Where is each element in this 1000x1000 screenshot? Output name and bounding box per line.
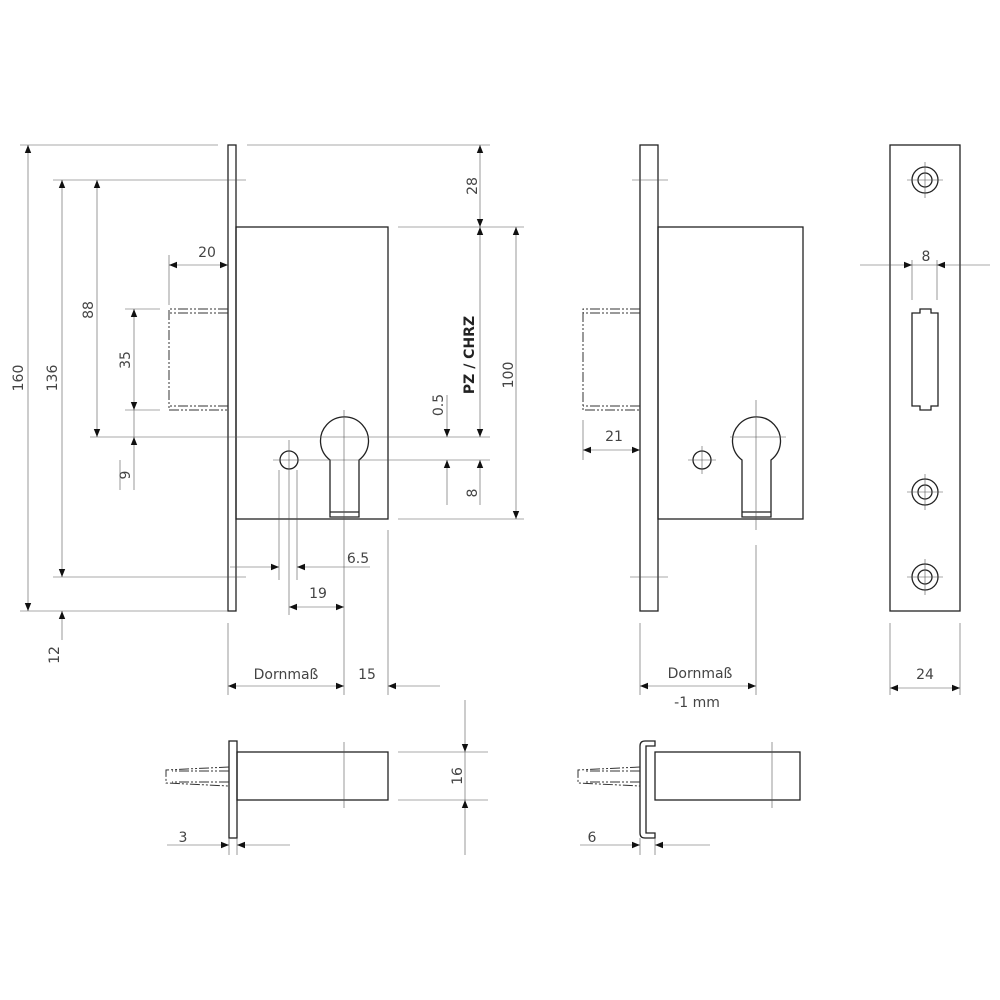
dim-12: 12 (47, 646, 63, 664)
cylinder-type-label: PZ / CHRZ (462, 316, 478, 394)
backset-label: Dornmaß (668, 666, 733, 682)
u-faceplate (639, 740, 656, 839)
lock-body (657, 226, 804, 520)
strike-plate (889, 144, 961, 612)
bolt-outline (168, 308, 228, 411)
dim-3: 3 (179, 830, 188, 846)
dim-0-5: 0.5 (431, 394, 447, 416)
dim-35: 35 (118, 351, 134, 369)
screw-hole (907, 162, 943, 198)
dim-160: 160 (11, 365, 27, 392)
dim-21: 21 (605, 429, 623, 445)
dim-9: 9 (118, 471, 134, 480)
dim-6-5: 6.5 (347, 551, 369, 567)
dim-20: 20 (198, 245, 216, 261)
dim-24: 24 (916, 667, 934, 683)
dim-19: 19 (309, 586, 327, 602)
dim-28: 28 (465, 177, 481, 195)
keyhole (731, 416, 782, 518)
backset-note: -1 mm (674, 695, 720, 711)
dim-6: 6 (588, 830, 597, 846)
strike-plate-view: 8 24 (860, 144, 990, 695)
side-view: 21 Dornmaß -1 mm (582, 144, 804, 711)
backset-label: Dornmaß (254, 667, 319, 683)
lock-body (235, 226, 389, 520)
faceplate (227, 144, 237, 612)
screw-hole (907, 559, 943, 595)
dim-8: 8 (922, 249, 931, 265)
faceplate (228, 740, 238, 839)
lock-body (236, 751, 389, 801)
bolt-slot (911, 308, 939, 411)
dim-88: 88 (81, 301, 97, 319)
keyhole (319, 416, 370, 518)
bottom-view-u: 6 (577, 740, 801, 855)
bolt-outline (582, 308, 640, 411)
lock-body (654, 751, 801, 801)
faceplate (639, 144, 659, 612)
dim-16: 16 (450, 767, 466, 785)
bolt-pin (577, 766, 641, 787)
screw-hole (907, 474, 943, 510)
dim-100: 100 (501, 362, 517, 389)
bolt-pin (165, 766, 230, 787)
front-view: 160 136 88 35 9 12 20 28 100 PZ / CHRZ 0… (11, 144, 524, 695)
dim-15: 15 (358, 667, 376, 683)
dim-136: 136 (45, 365, 61, 392)
bottom-view-flat: 3 16 (165, 700, 488, 855)
dim-8: 8 (465, 489, 481, 498)
